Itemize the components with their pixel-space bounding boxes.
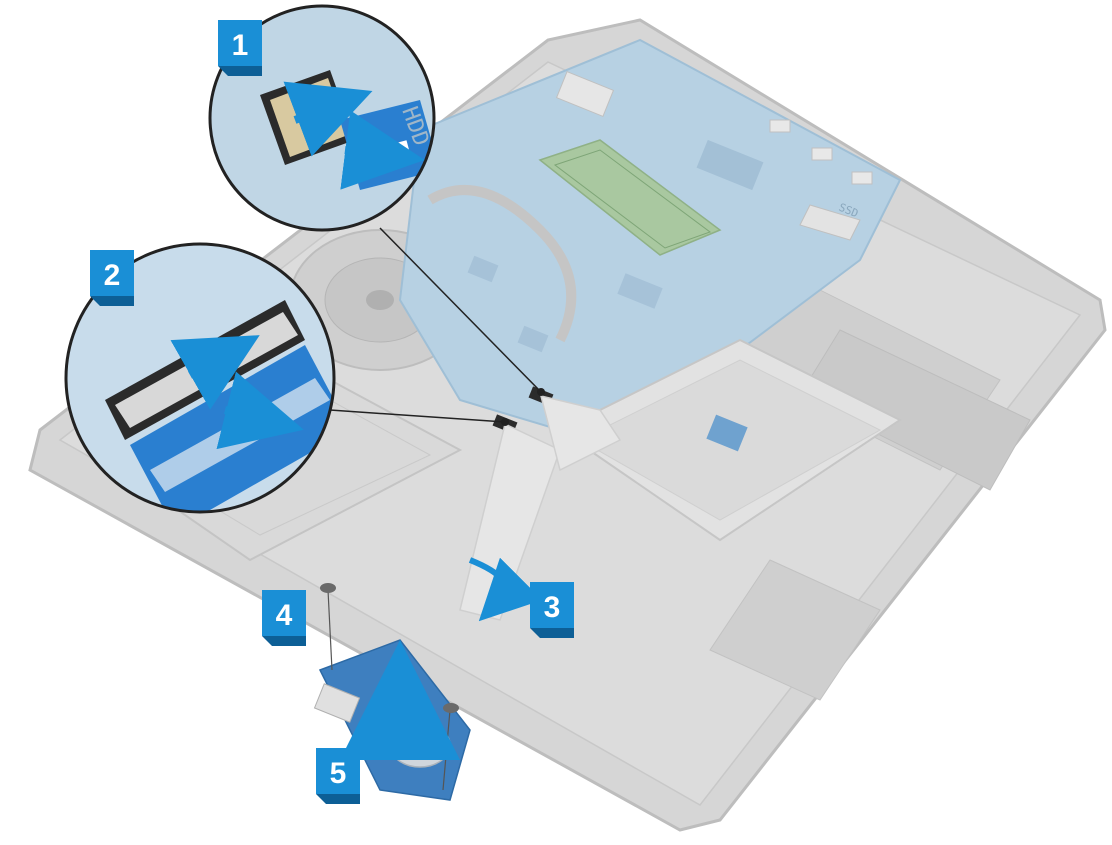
- step-number: 4: [276, 599, 293, 632]
- step-number: 2: [104, 259, 121, 292]
- step-5-label: 5: [316, 748, 360, 804]
- heat-pipe: [427, 185, 577, 343]
- memory-module: [538, 139, 722, 256]
- system-board: SSD: [398, 38, 902, 434]
- disconnect-arrow: [340, 110, 425, 190]
- port: [851, 171, 873, 185]
- lift-latch-arrow-2: [170, 335, 260, 410]
- step-1-label: 1: [218, 20, 262, 76]
- port: [769, 119, 791, 133]
- touchpad-controller: [706, 414, 748, 452]
- wlan-card: [555, 71, 615, 117]
- step-4-label: 4: [262, 590, 306, 646]
- chip: [696, 139, 764, 191]
- step-number: 5: [330, 757, 347, 790]
- callout-leader-1: [379, 227, 542, 393]
- lift-latch-arrow: [283, 81, 373, 157]
- screw-1: [320, 583, 336, 671]
- step-3-label: 3: [530, 582, 574, 638]
- callout-point-1: [537, 388, 545, 396]
- touchpad: [558, 338, 902, 542]
- peel-arrow: [468, 557, 543, 622]
- step-number: 1: [232, 29, 249, 62]
- step-2-label: 2: [90, 250, 134, 306]
- zoom-callout-1: HDD: [208, 4, 436, 232]
- step-number: 3: [544, 591, 561, 624]
- disconnect-arrow-2: [216, 371, 304, 450]
- hdd-cable: [539, 394, 622, 472]
- callout-point-2: [501, 418, 509, 426]
- callout-leader-2: [329, 409, 506, 423]
- ssd-slot: [799, 204, 861, 241]
- port: [811, 147, 833, 161]
